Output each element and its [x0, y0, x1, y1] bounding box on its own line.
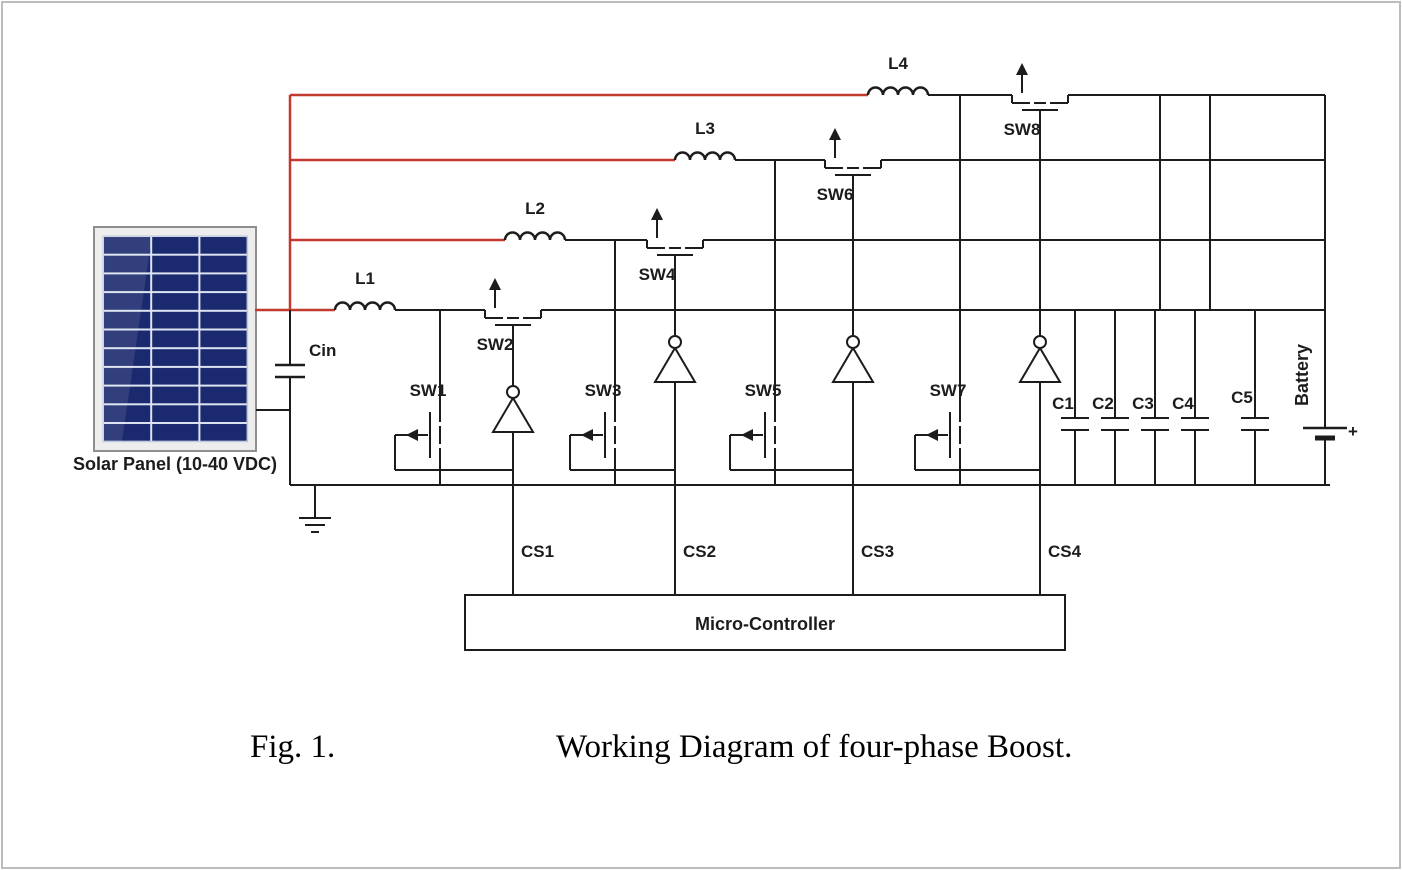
mosfet-sw1-symbol — [395, 310, 441, 485]
inverter-2-symbol — [653, 335, 697, 383]
c5-label: C5 — [1231, 388, 1253, 407]
capacitor-c4-symbol — [1181, 310, 1209, 485]
inverter-3-bubble — [846, 335, 860, 349]
solar-panel-cells — [102, 235, 249, 443]
ground-icon — [299, 485, 331, 533]
capacitor-cin-symbol — [275, 363, 305, 379]
c1-label: C1 — [1052, 394, 1074, 413]
sw1-gate-arrow — [406, 429, 418, 441]
l2-label: L2 — [525, 199, 545, 218]
sw4-drain-arrow — [651, 208, 663, 220]
sw6-drain-arrow — [829, 128, 841, 140]
sw2-label: SW2 — [477, 335, 514, 354]
inverter-2-bubble — [668, 335, 682, 349]
cs1-label: CS1 — [521, 542, 554, 561]
solar-panel-glare — [103, 236, 152, 441]
l4-label: L4 — [888, 54, 908, 73]
mosfet-sw8-symbol — [1011, 63, 1069, 336]
inverter-1-symbol — [491, 385, 535, 433]
sw2-drain-arrow — [489, 278, 501, 290]
c2-label: C2 — [1092, 394, 1114, 413]
cs4-signal-wire — [914, 382, 1041, 595]
input-feed-wires — [255, 93, 868, 312]
mosfet-sw6-symbol — [824, 128, 882, 336]
capacitor-c3-symbol — [1141, 310, 1169, 485]
sw6-label: SW6 — [817, 185, 854, 204]
sw4-label: SW4 — [639, 265, 676, 284]
mosfet-sw4-symbol — [646, 208, 704, 336]
cs2-label: CS2 — [683, 542, 716, 561]
cs2-signal-wire — [569, 382, 676, 595]
sw8-label: SW8 — [1004, 120, 1041, 139]
inverter-3-triangle — [831, 346, 875, 383]
inverter-4-triangle — [1018, 346, 1062, 383]
microcontroller-box — [464, 594, 1066, 651]
inverter-4-bubble — [1033, 335, 1047, 349]
inverter-4-symbol — [1018, 335, 1062, 383]
microcontroller-label: Micro-Controller — [695, 614, 835, 634]
capacitor-c5-symbol — [1241, 310, 1269, 485]
sw7-label: SW7 — [930, 381, 967, 400]
sw8-drain-arrow — [1016, 63, 1028, 75]
cs3-signal-wire — [729, 382, 854, 595]
sw5-gate-arrow — [741, 429, 753, 441]
c3-label: C3 — [1132, 394, 1154, 413]
cin-label: Cin — [309, 341, 336, 360]
sw7-gate-arrow — [926, 429, 938, 441]
inverter-1-bubble — [506, 385, 520, 399]
c4-label: C4 — [1172, 394, 1194, 413]
inverter-1-triangle — [491, 396, 535, 433]
l3-label: L3 — [695, 119, 715, 138]
battery-plus-label: + — [1348, 422, 1358, 441]
inductor-l3-symbol — [673, 151, 737, 161]
battery-symbol — [1303, 426, 1347, 441]
cs4-label: CS4 — [1048, 542, 1082, 561]
sw5-label: SW5 — [745, 381, 782, 400]
mosfet-sw7-symbol — [915, 95, 961, 485]
figure-number: Fig. 1. — [250, 729, 335, 765]
inductor-l4-symbol — [866, 86, 930, 96]
sw3-gate-arrow — [581, 429, 593, 441]
sw3-label: SW3 — [585, 381, 622, 400]
l1-label: L1 — [355, 269, 375, 288]
inverter-2-triangle — [653, 346, 697, 383]
capacitor-c1-symbol — [1061, 310, 1089, 485]
inductor-l2-symbol — [503, 231, 567, 241]
solar-panel-label: Solar Panel (10-40 VDC) — [73, 454, 277, 474]
inverter-3-symbol — [831, 335, 875, 383]
inductor-l1-symbol — [333, 301, 397, 311]
cs3-label: CS3 — [861, 542, 894, 561]
mosfet-sw2-symbol — [484, 278, 542, 386]
inductors — [333, 86, 930, 311]
figure-caption: Working Diagram of four-phase Boost. — [556, 729, 1072, 765]
mosfet-sw5-symbol — [730, 160, 776, 485]
circuit-wires — [256, 94, 1330, 486]
cs1-signal-wire — [394, 432, 514, 595]
mosfet-sw3-symbol — [570, 240, 616, 485]
battery-label: Battery — [1292, 344, 1312, 406]
capacitor-c2-symbol — [1101, 310, 1129, 485]
sw1-label: SW1 — [410, 381, 447, 400]
solar-panel-image — [93, 226, 257, 452]
